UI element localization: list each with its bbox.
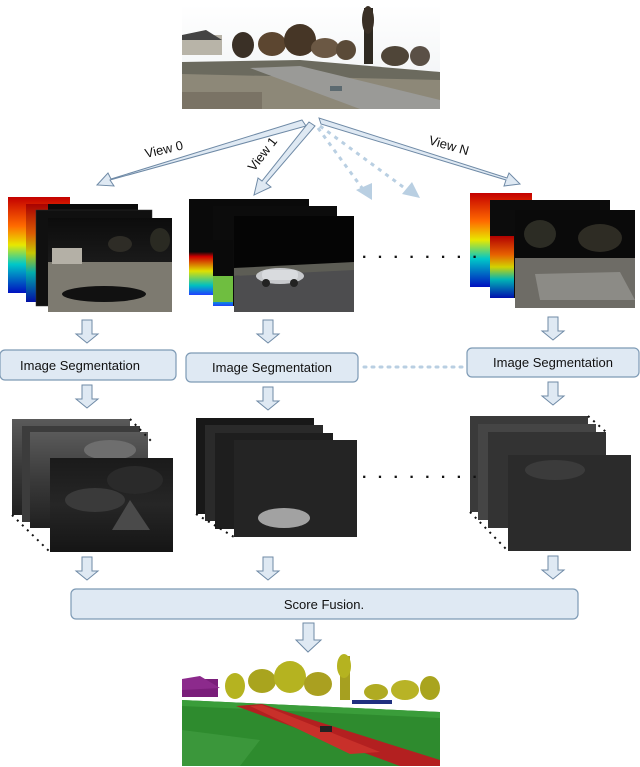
segmentation-label-left: Image Segmentation <box>20 358 140 373</box>
view-n-image-stack <box>470 193 635 308</box>
view-n-score-maps <box>469 415 631 552</box>
view-arrows <box>95 117 522 200</box>
down-arrows-row-2 <box>74 381 566 411</box>
ellipsis-dots: · · · · · · · · <box>362 249 481 266</box>
score-fusion-box: Score Fusion. <box>70 588 579 620</box>
segmentation-box-left-rect <box>0 349 177 381</box>
input-pointcloud-image <box>182 5 440 109</box>
score-fusion-rect <box>70 588 579 620</box>
segmentation-label-right: Image Segmentation <box>493 355 613 370</box>
segmentation-box-right-rect <box>466 347 640 378</box>
dotted-view-arrows <box>316 124 420 200</box>
view-1-image-stack <box>189 199 354 312</box>
segmentation-box-middle: Image Segmentation <box>185 352 359 383</box>
view-n-arrow <box>318 117 522 187</box>
segmentation-box-left: Image Segmentation <box>0 349 177 381</box>
output-segmented-pointcloud <box>180 654 442 766</box>
segmentation-label-middle: Image Segmentation <box>212 360 332 375</box>
ellipsis-dots-scores-left: · · · · · · · · <box>362 469 481 486</box>
view-0-arrow <box>95 119 307 187</box>
view-1-score-maps <box>195 418 357 538</box>
score-fusion-label: Score Fusion. <box>284 597 364 612</box>
view-0-image-stack <box>8 197 172 312</box>
down-arrow-output <box>294 622 323 653</box>
view-1-arrow <box>253 121 316 196</box>
view-0-label: View 0 <box>143 138 184 161</box>
view-0-score-maps <box>11 418 173 553</box>
segmentation-box-middle-rect <box>185 352 359 383</box>
down-arrows-row-3 <box>74 555 566 581</box>
down-arrows-row-1 <box>74 316 566 344</box>
segmentation-box-right: Image Segmentation <box>466 347 640 378</box>
